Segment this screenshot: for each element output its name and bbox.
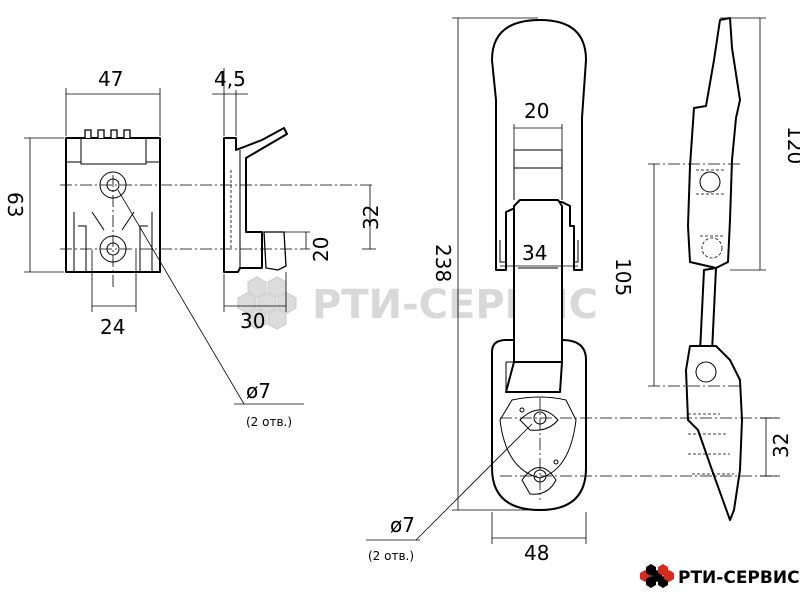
dim-32-right: 32 [769,433,793,458]
latch-side-view [685,17,743,521]
dim-hole-left: ø7 [246,379,271,403]
dim-34: 34 [522,241,547,265]
dim-47: 47 [98,67,123,91]
dim-238: 238 [431,244,455,282]
dim-63: 63 [3,192,27,217]
logo-hex-icon [640,564,674,588]
dim-4-5: 4,5 [214,67,246,91]
bracket-side-view [223,127,288,273]
company-logo: РТИ-СЕРВИС [640,564,800,588]
watermark-hex-icon [237,276,297,330]
dim-strap-20: 20 [524,99,549,123]
dim-105: 105 [611,258,635,296]
centerlines-left [60,175,372,290]
note-hole-left: (2 отв.) [246,415,292,429]
dim-48: 48 [524,541,549,565]
dim-32-left: 32 [359,205,383,230]
dimensions-left: 47 4,5 63 32 20 24 30 ø7 (2 отв.) [3,67,383,429]
dim-30: 30 [240,309,265,333]
dim-24: 24 [100,315,125,339]
dim-120: 120 [783,126,800,164]
dim-20: 20 [309,237,333,262]
latch-front-view [491,19,587,511]
dim-hole-right: ø7 [390,513,415,537]
logo-text: РТИ-СЕРВИС [678,568,800,588]
note-hole-right: (2 отв.) [368,549,414,563]
centerlines-right [500,163,780,500]
dimensions-right: 238 20 34 120 105 32 48 ø7 (2 отв.) [366,17,800,565]
